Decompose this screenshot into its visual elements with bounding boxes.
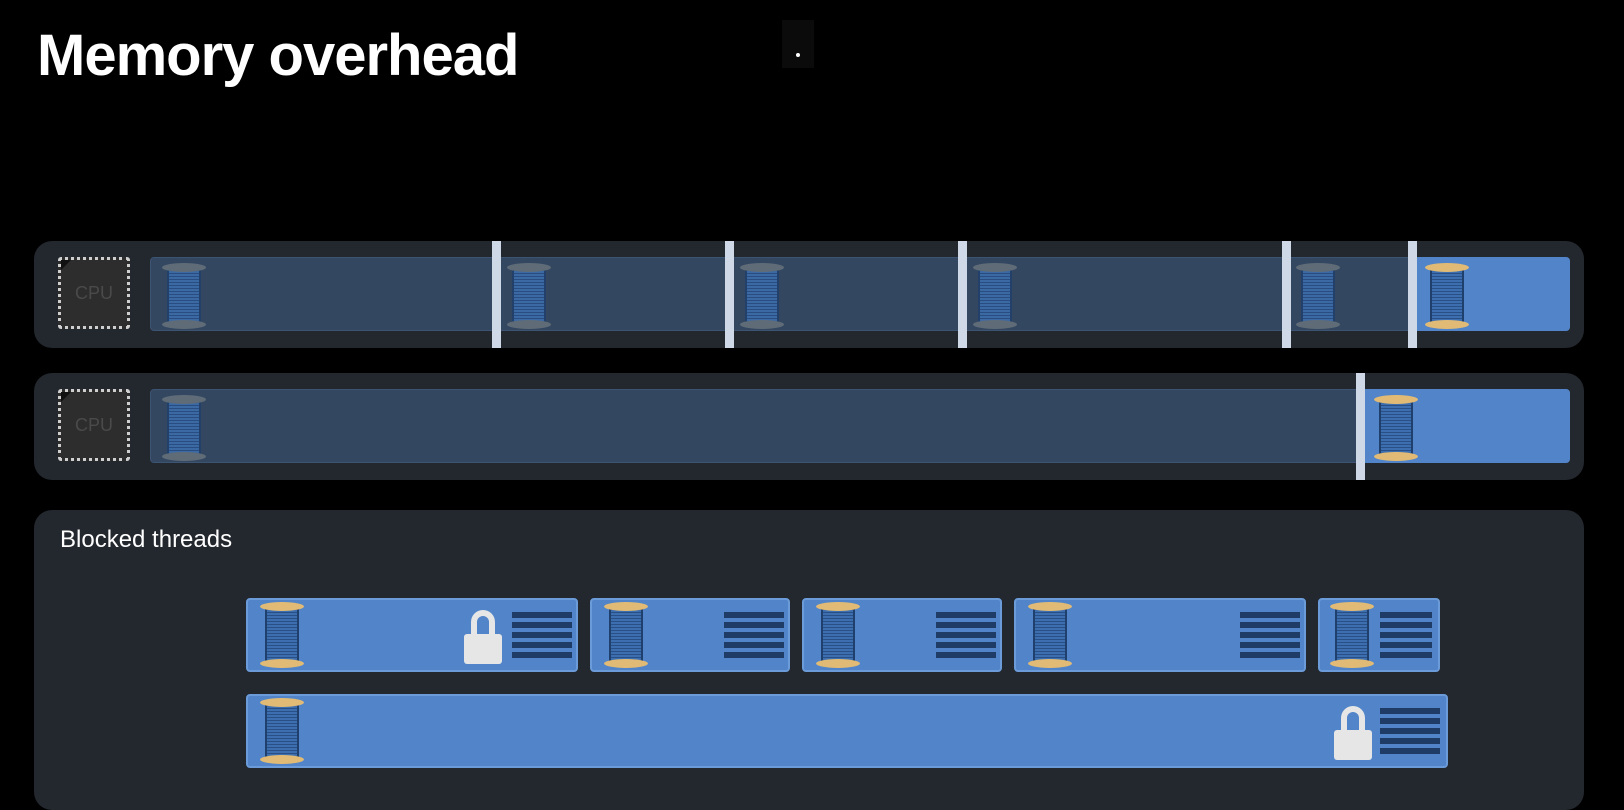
cpu-lane-1: CPU <box>34 241 1584 348</box>
lock-icon <box>1334 706 1372 760</box>
blocked-thread-card <box>590 598 790 672</box>
cpu-chip-icon: CPU <box>58 257 130 329</box>
thread-spool-icon <box>1296 263 1340 329</box>
context-switch-separator <box>725 241 734 348</box>
context-switch-separator <box>1408 241 1417 348</box>
thread-spool-icon <box>260 698 304 764</box>
thread-track <box>150 257 1570 331</box>
thread-spool-icon <box>162 263 206 329</box>
blocked-thread-card <box>802 598 1002 672</box>
thread-spool-icon <box>604 602 648 668</box>
cpu-lane-2: CPU <box>34 373 1584 480</box>
thread-spool-icon <box>162 395 206 461</box>
thread-spool-icon <box>1374 395 1418 461</box>
context-switch-separator <box>492 241 501 348</box>
stack-lines-icon <box>512 612 572 660</box>
thread-spool-icon <box>740 263 784 329</box>
thread-track <box>150 389 1570 463</box>
stack-lines-icon <box>1380 708 1440 756</box>
lock-icon <box>464 610 502 664</box>
page-title: Memory overhead <box>37 23 519 88</box>
camera-notch <box>782 20 814 68</box>
context-switch-separator <box>1356 373 1365 480</box>
blocked-threads-title: Blocked threads <box>60 526 233 553</box>
context-switch-separator <box>958 241 967 348</box>
thread-spool-icon <box>973 263 1017 329</box>
blocked-thread-card <box>246 598 578 672</box>
thread-spool-icon <box>1330 602 1374 668</box>
thread-spool-icon <box>1028 602 1072 668</box>
cpu-label: CPU <box>74 282 113 303</box>
blocked-threads-panel: Blocked threads <box>34 510 1584 810</box>
blocked-thread-card <box>1014 598 1306 672</box>
stack-lines-icon <box>1240 612 1300 660</box>
camera-dot <box>796 53 800 57</box>
context-switch-separator <box>1282 241 1291 348</box>
stack-lines-icon <box>724 612 784 660</box>
thread-spool-icon <box>816 602 860 668</box>
stack-lines-icon <box>936 612 996 660</box>
blocked-thread-card <box>1318 598 1440 672</box>
thread-spool-icon <box>507 263 551 329</box>
thread-spool-icon <box>1425 263 1469 329</box>
cpu-label: CPU <box>74 414 113 435</box>
blocked-thread-card <box>246 694 1448 768</box>
cpu-chip-icon: CPU <box>58 389 130 461</box>
thread-spool-icon <box>260 602 304 668</box>
stack-lines-icon <box>1380 612 1432 660</box>
